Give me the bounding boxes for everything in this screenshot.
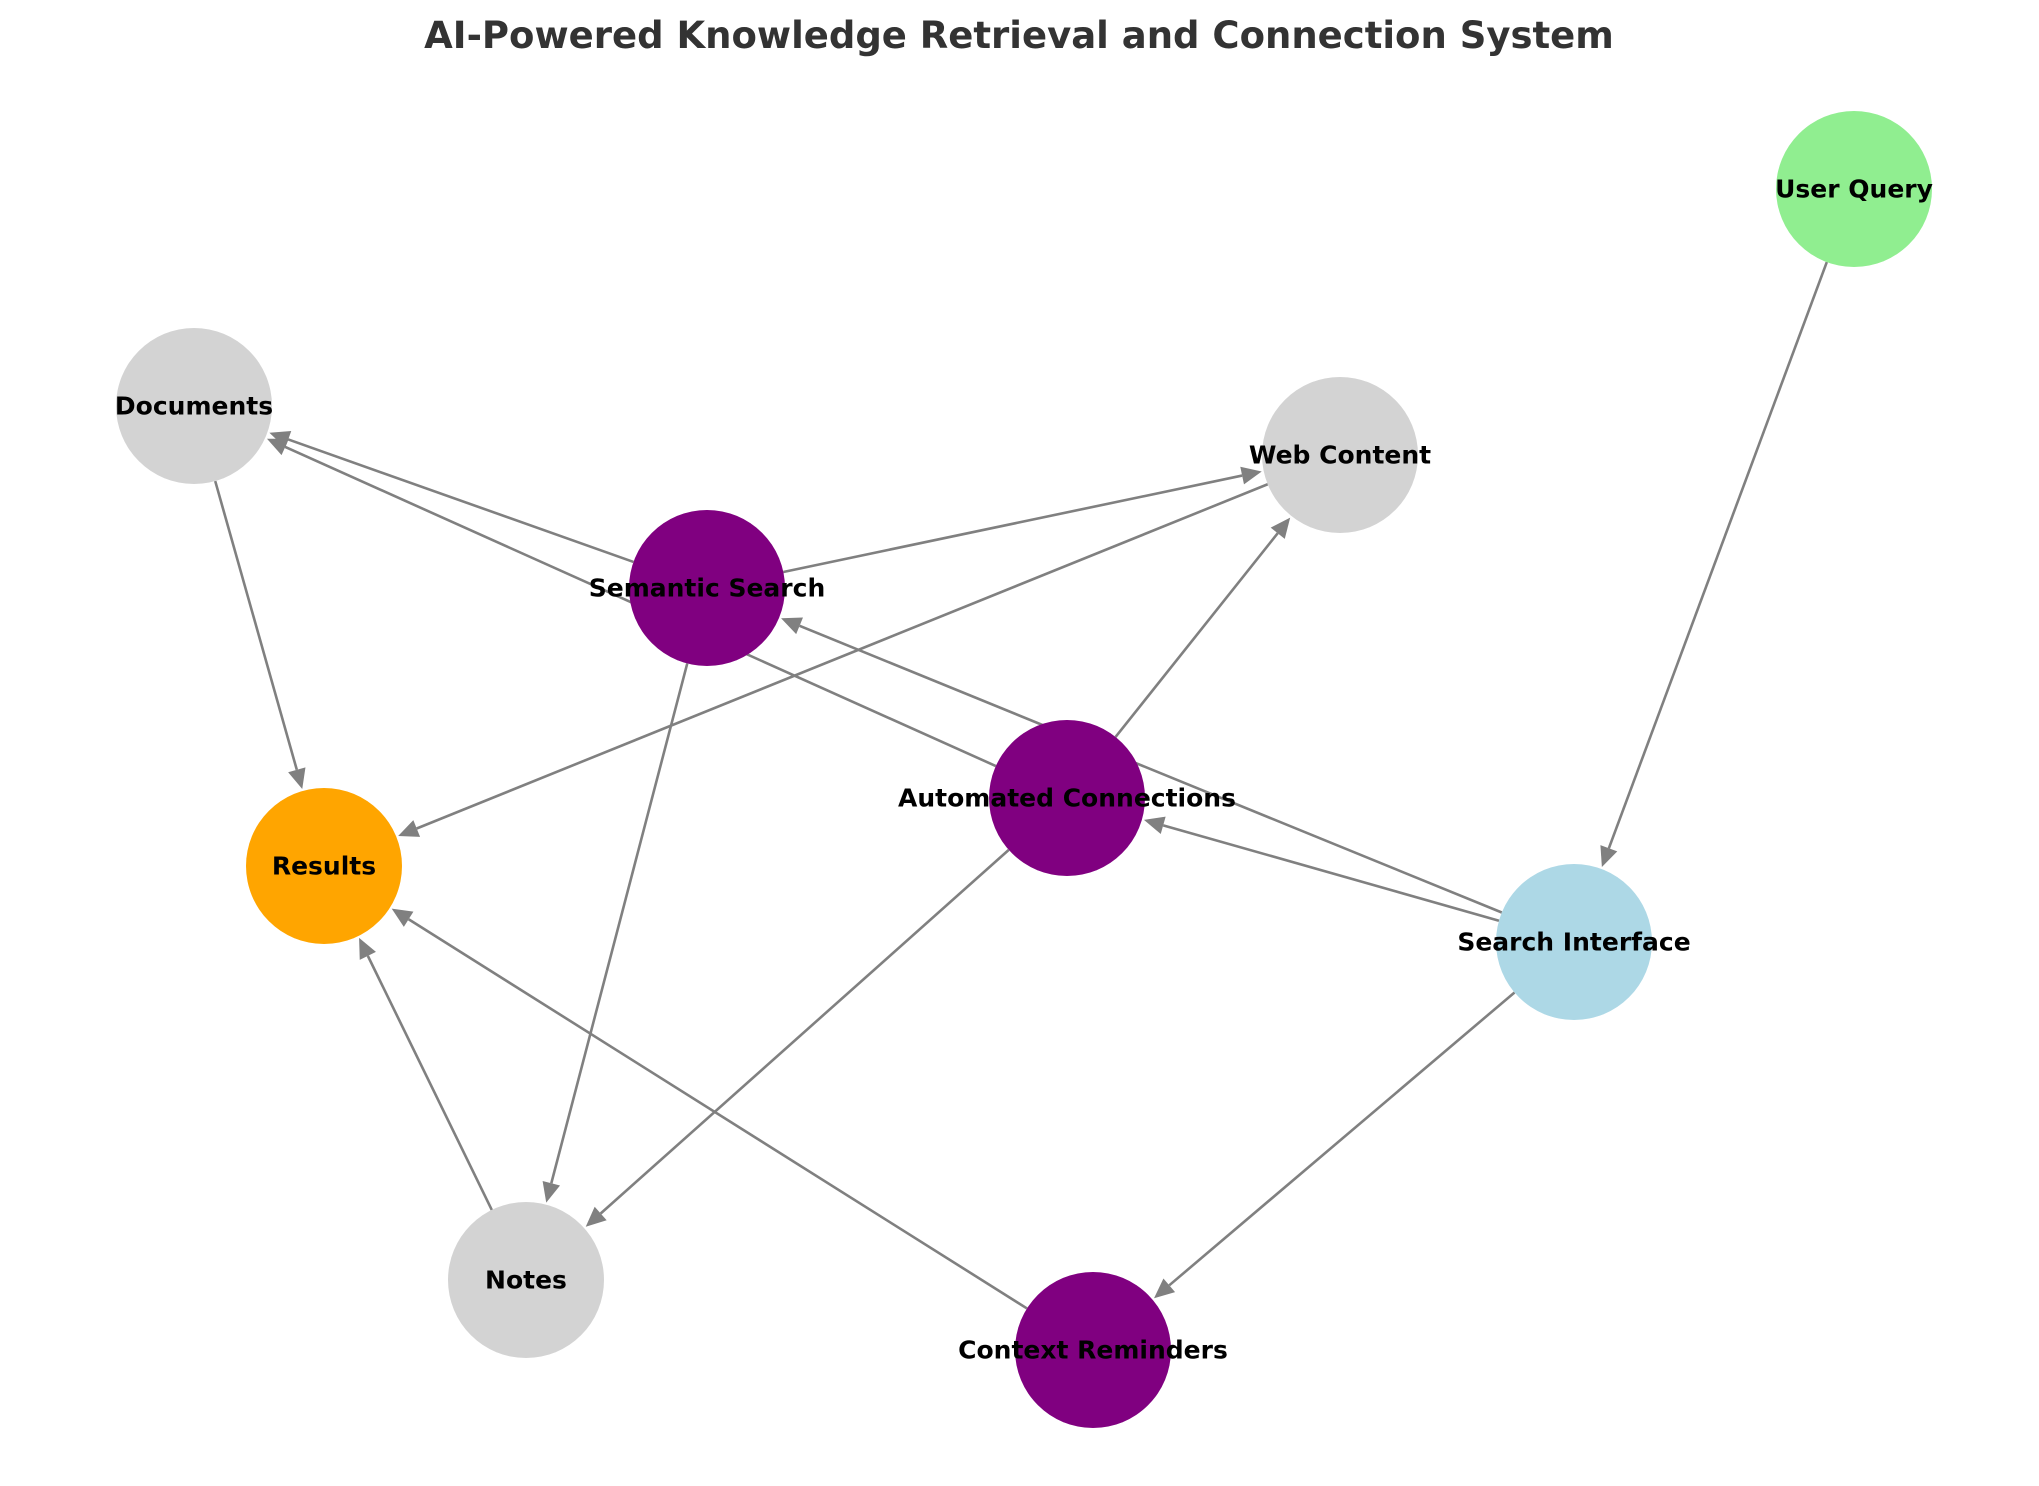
edge-line — [416, 483, 1269, 830]
node-label: Documents — [115, 392, 273, 421]
arrowhead-icon — [359, 937, 376, 960]
node-semantic-search: Semantic Search — [589, 510, 826, 666]
edge-search_interface-to-automated_connections — [1143, 816, 1500, 922]
edge-line — [1168, 991, 1516, 1287]
arrowhead-icon — [398, 820, 421, 837]
node-label: User Query — [1775, 175, 1933, 204]
edge-user_query-to-search_interface — [1600, 261, 1829, 868]
node-circle — [448, 1202, 604, 1358]
arrowhead-icon — [266, 438, 289, 456]
edge-search_interface-to-semantic_search — [781, 617, 1503, 914]
node-web-content: Web Content — [1249, 377, 1431, 533]
node-search-interface: Search Interface — [1457, 864, 1691, 1020]
arrowhead-icon — [781, 617, 803, 635]
node-label: Context Reminders — [958, 1336, 1228, 1365]
arrowhead-icon — [288, 767, 306, 790]
node-label: Notes — [485, 1266, 567, 1295]
node-circle — [1496, 864, 1652, 1020]
edge-web_content-to-results — [398, 483, 1269, 837]
arrowhead-icon — [1143, 816, 1166, 834]
node-label: Semantic Search — [589, 574, 826, 603]
node-circle — [116, 328, 272, 484]
edge-automated_connections-to-notes — [585, 848, 1010, 1227]
edge-line — [1114, 532, 1279, 738]
edge-notes-to-results — [359, 937, 493, 1211]
edge-context_reminders-to-results — [391, 908, 1028, 1310]
node-automated-connections: Automated Connections — [898, 720, 1236, 876]
edge-line — [550, 663, 689, 1184]
arrowhead-icon — [585, 1206, 607, 1227]
node-circle — [629, 510, 785, 666]
node-user-query: User Query — [1775, 111, 1933, 267]
node-documents: Documents — [115, 328, 273, 484]
node-context-reminders: Context Reminders — [958, 1272, 1228, 1428]
node-label: Results — [272, 852, 376, 881]
node-circle — [1776, 111, 1932, 267]
arrowhead-icon — [1270, 517, 1291, 539]
edge-line — [287, 438, 634, 564]
node-circle — [246, 788, 402, 944]
edge-line — [783, 474, 1243, 574]
arrowhead-icon — [542, 1180, 561, 1203]
arrowhead-icon — [1600, 845, 1618, 868]
node-notes: Notes — [448, 1202, 604, 1358]
edge-line — [599, 848, 1010, 1215]
node-circle — [1015, 1272, 1171, 1428]
edge-line — [1607, 261, 1829, 849]
node-label: Web Content — [1249, 441, 1431, 470]
node-label: Search Interface — [1457, 928, 1690, 957]
edge-semantic_search-to-notes — [542, 663, 689, 1203]
edge-line — [799, 624, 1503, 914]
edge-search_interface-to-context_reminders — [1154, 991, 1516, 1299]
arrowhead-icon — [1240, 466, 1262, 485]
arrowhead-icon — [391, 908, 414, 927]
edge-line — [213, 480, 299, 771]
node-circle — [989, 720, 1145, 876]
edge-line — [1162, 824, 1500, 922]
edge-line — [366, 955, 493, 1211]
edge-semantic_search-to-web_content — [783, 466, 1262, 574]
node-circle — [1262, 377, 1418, 533]
edge-line — [407, 918, 1028, 1310]
diagram-title: AI-Powered Knowledge Retrieval and Conne… — [424, 14, 1614, 57]
arrowhead-icon — [1154, 1278, 1176, 1299]
node-results: Results — [246, 788, 402, 944]
node-label: Automated Connections — [898, 784, 1236, 813]
edge-documents-to-results — [213, 480, 306, 790]
edge-semantic_search-to-documents — [269, 430, 634, 564]
edge-automated_connections-to-web_content — [1114, 517, 1291, 738]
